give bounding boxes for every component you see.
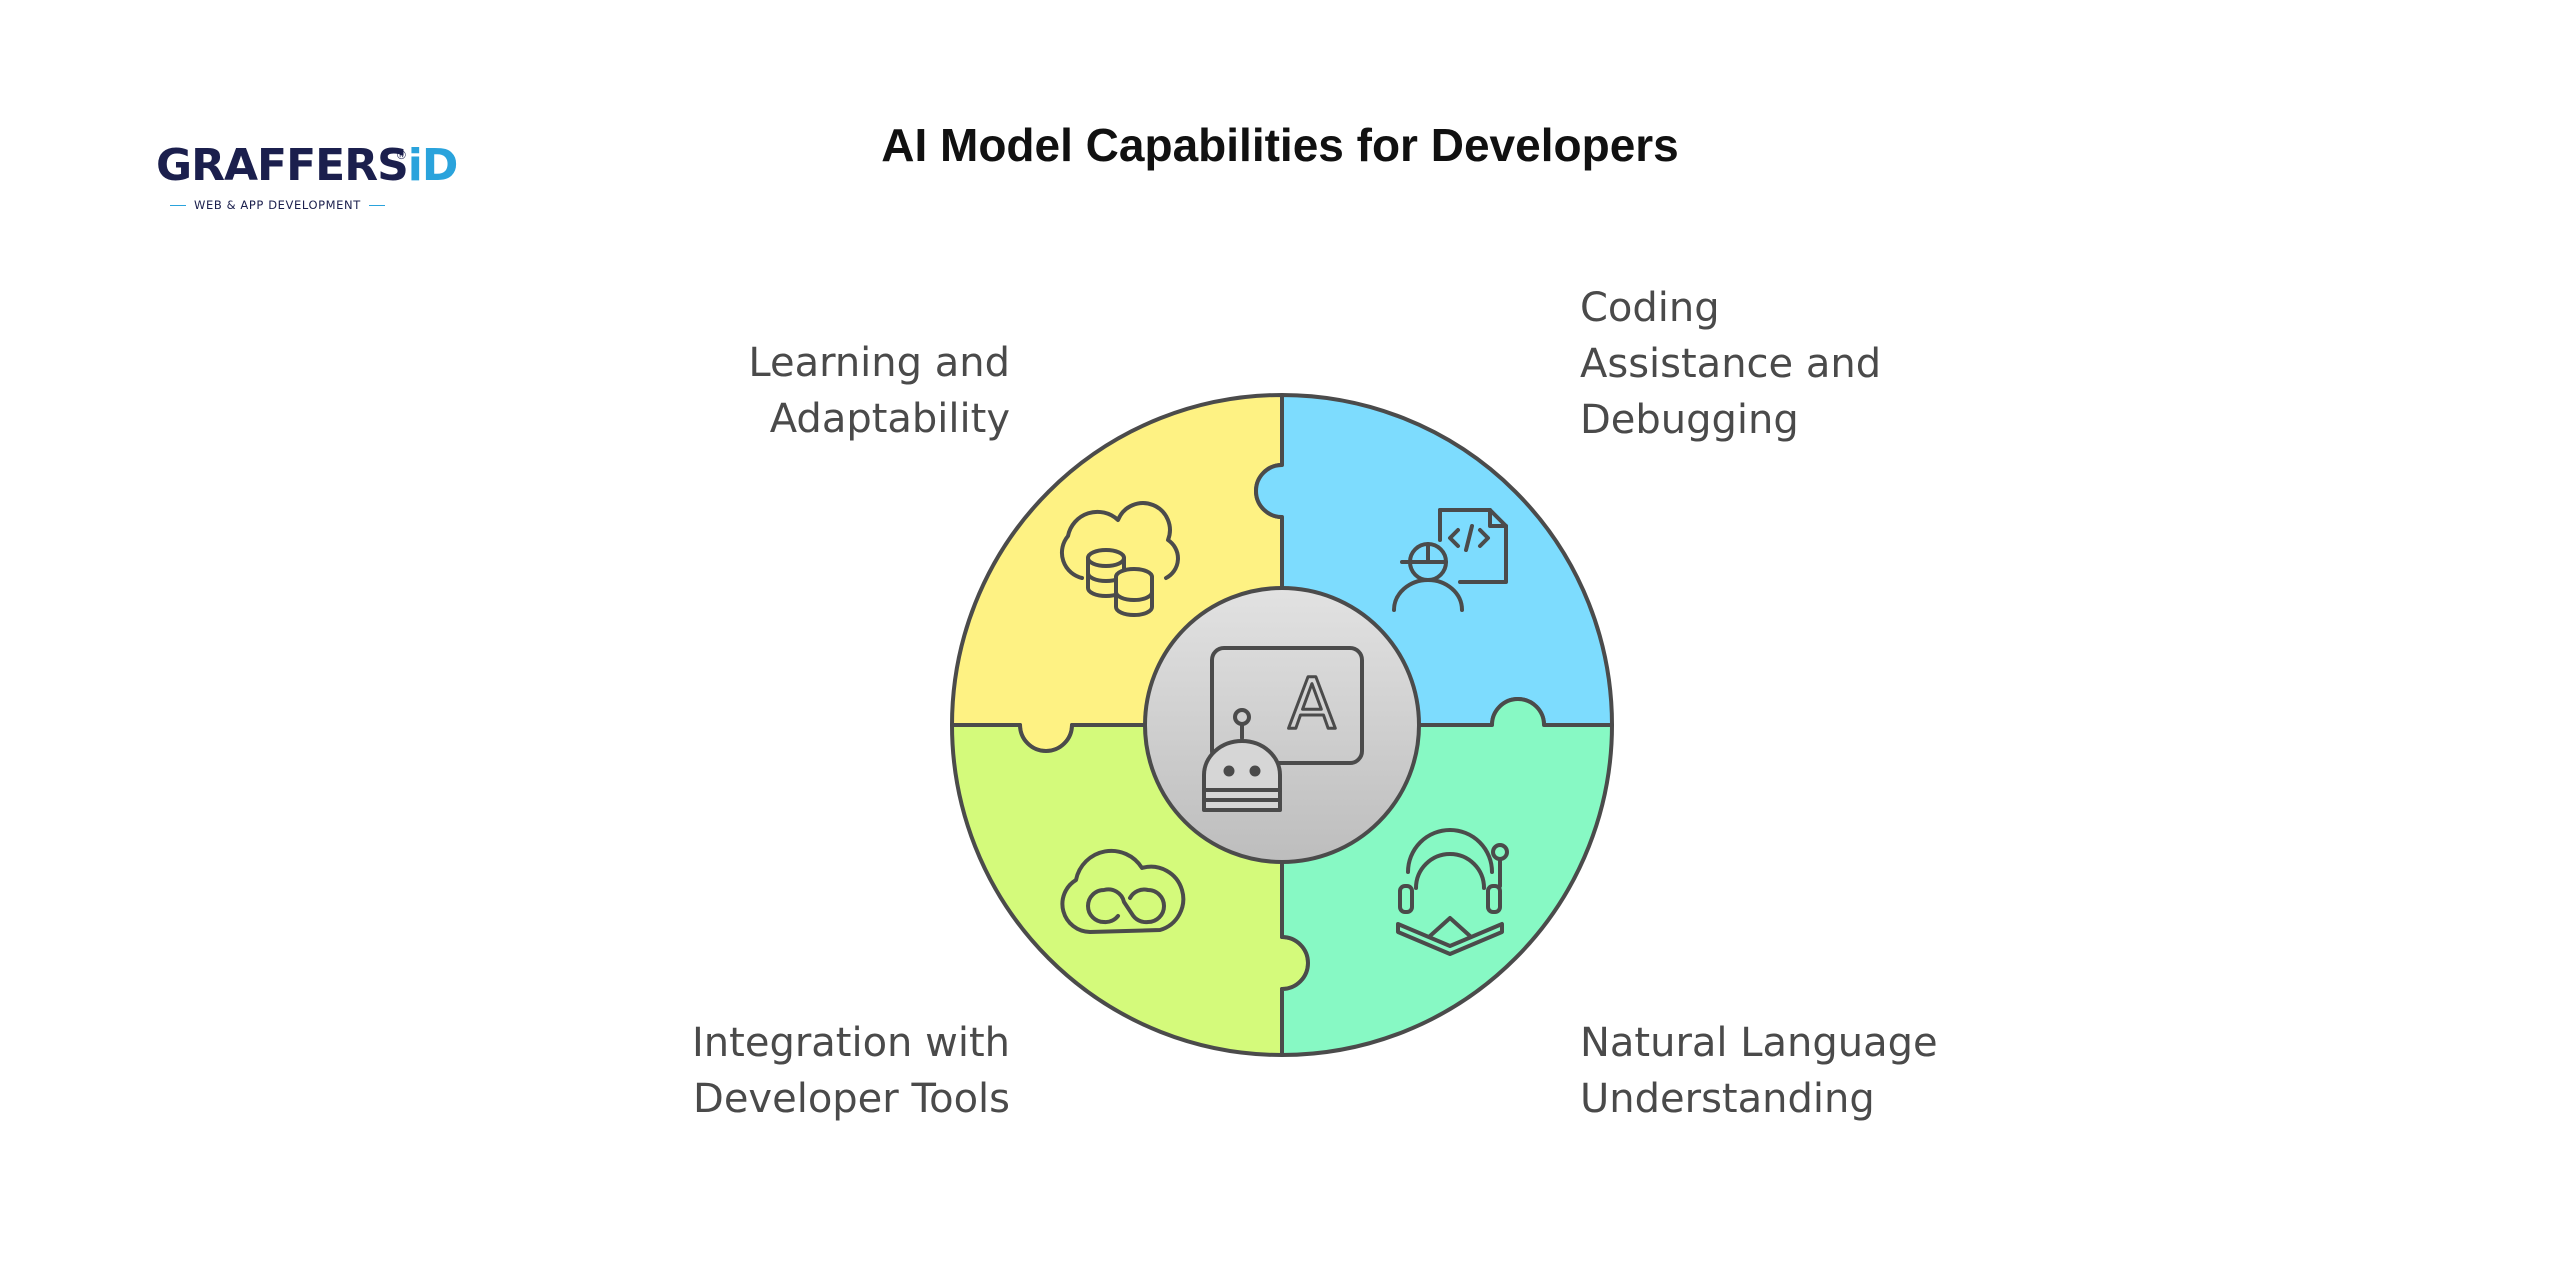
label-natural-language: Natural Language Understanding xyxy=(1580,1020,1938,1122)
logo-wordmark: GRAFFERSiD xyxy=(156,144,458,188)
reading-headset-icon xyxy=(1396,828,1509,956)
label-integration-tools: Integration with Developer Tools xyxy=(692,1020,1010,1122)
diagram-title: AI Model Capabilities for Developers xyxy=(881,119,1679,171)
center-circle xyxy=(1143,586,1421,864)
brand-logo: GRAFFERSiD ® WEB & APP DEVELOPMENT xyxy=(150,140,458,220)
logo-main-text: GRAFFERS xyxy=(156,140,409,191)
label-coding-assistance: Coding Assistance and Debugging xyxy=(1580,285,1882,443)
center-glyph: A xyxy=(1288,663,1336,745)
label-learning-adaptability: Learning and Adaptability xyxy=(748,340,1010,442)
logo-tagline: WEB & APP DEVELOPMENT xyxy=(162,198,393,212)
robot-ai-icon: A xyxy=(1202,646,1364,812)
developer-code-icon xyxy=(1392,508,1508,612)
cloud-database-icon xyxy=(1060,501,1180,617)
logo-registered-mark: ® xyxy=(397,148,406,162)
creative-cloud-icon xyxy=(1060,848,1186,934)
logo-accent-text: iD xyxy=(407,140,459,191)
